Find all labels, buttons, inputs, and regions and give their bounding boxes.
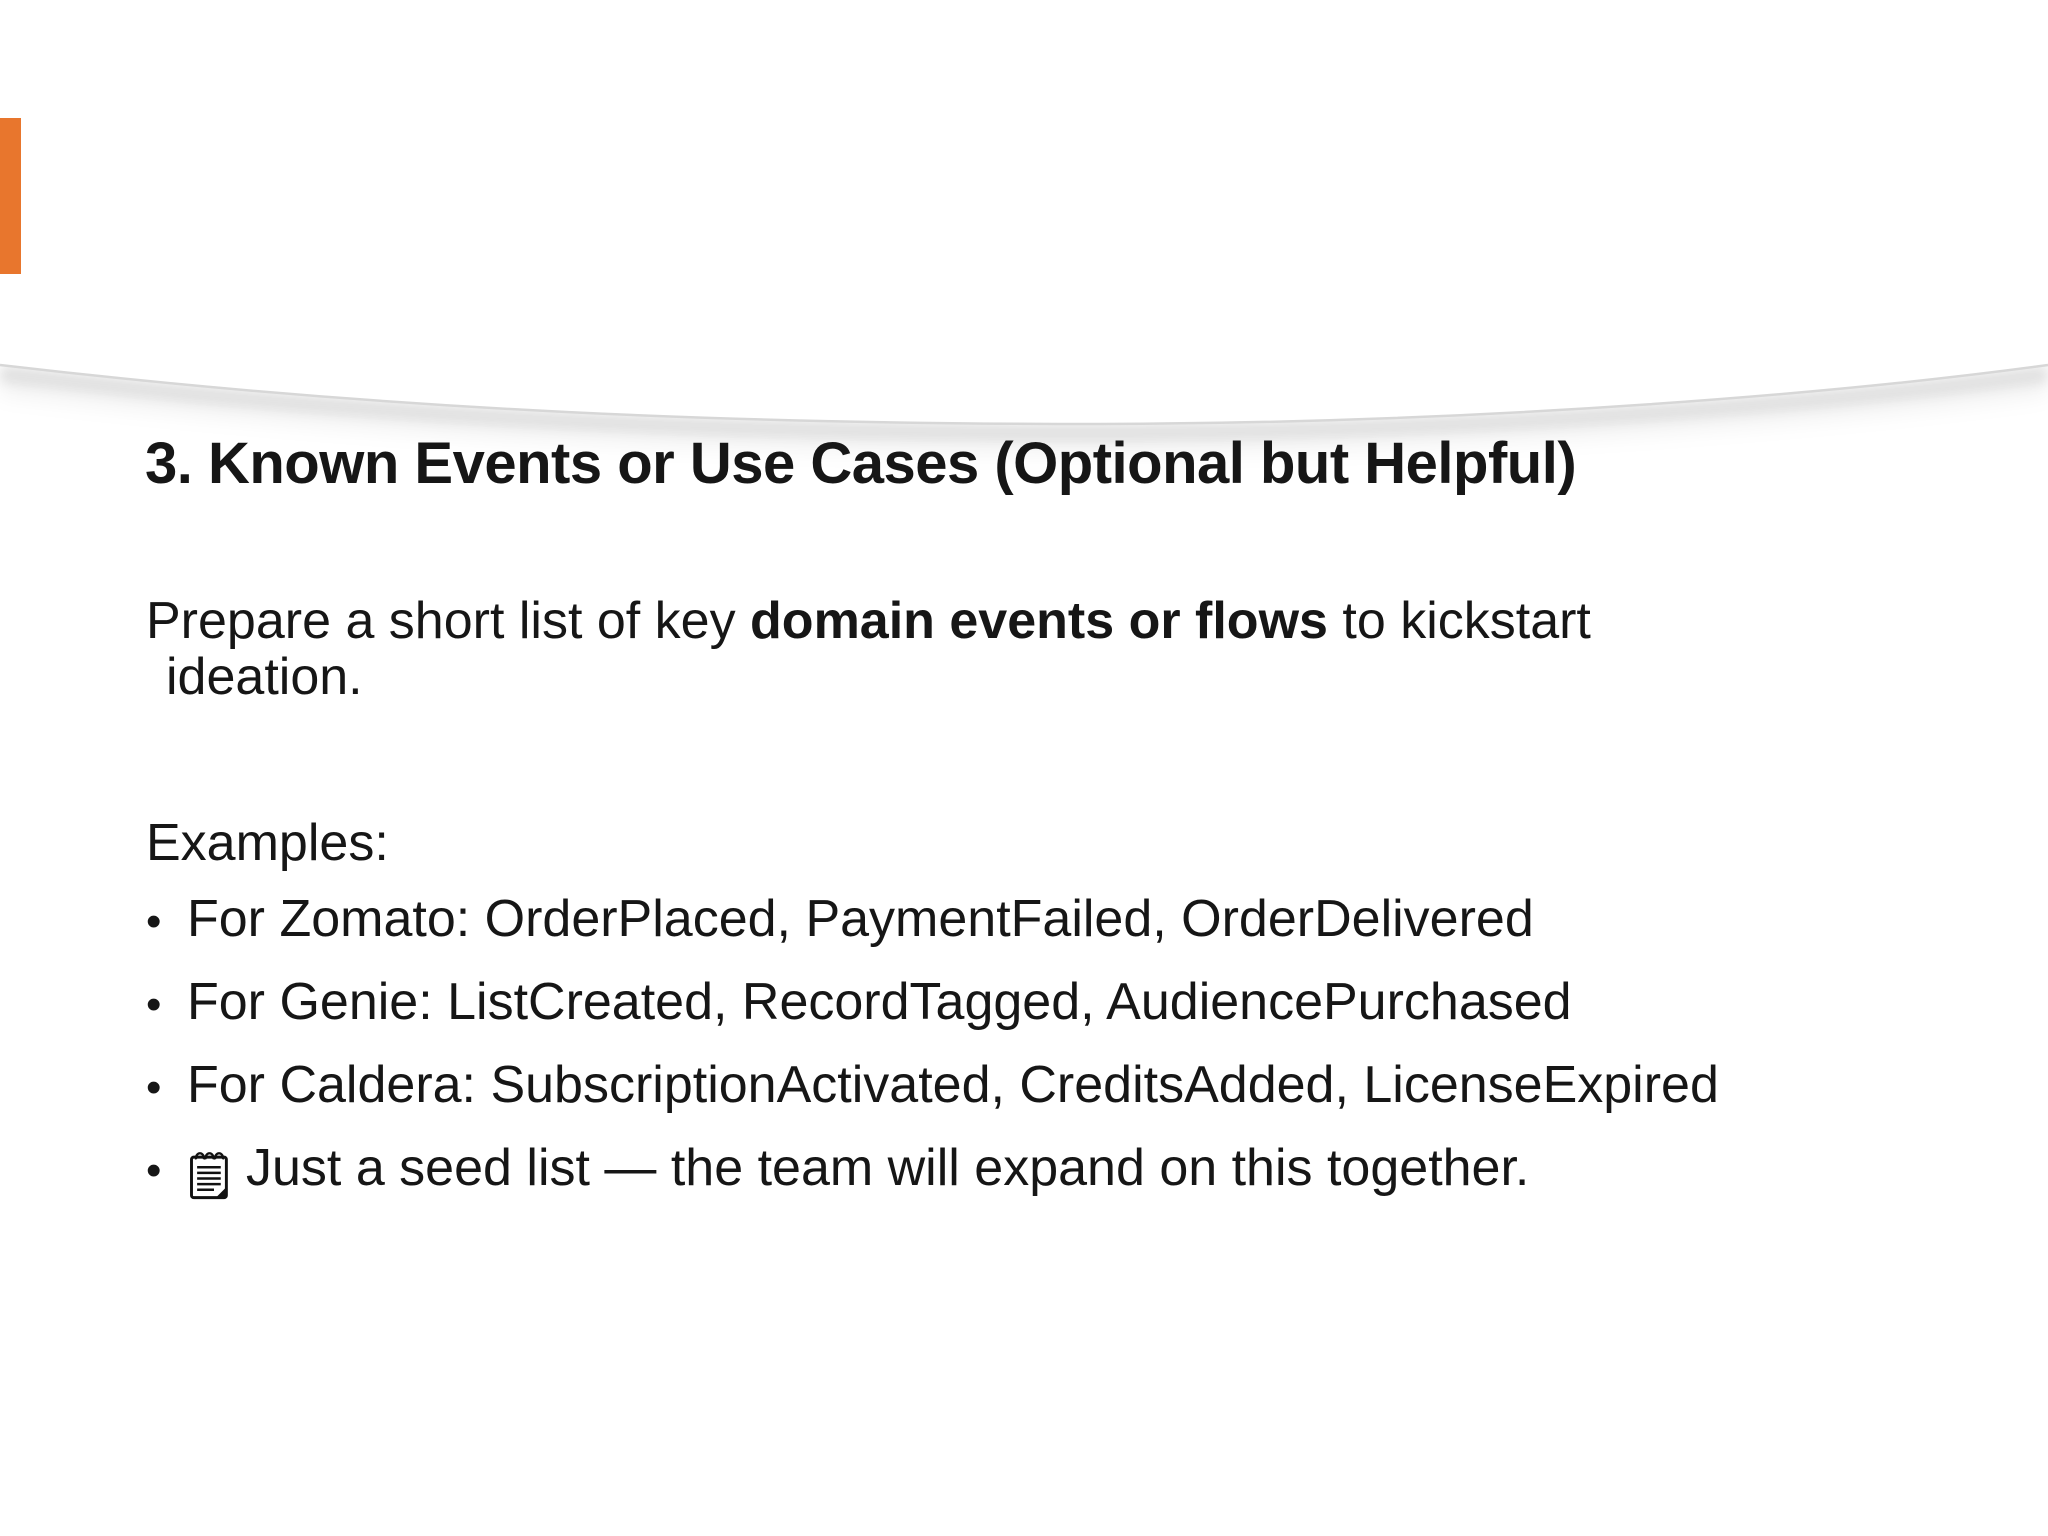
list-item: • For Zomato: OrderPlaced, PaymentFailed… [146, 889, 1719, 952]
list-item: • For Caldera: SubscriptionActivated, Cr… [146, 1055, 1719, 1118]
body-line1-bold: domain events or flows [750, 592, 1328, 650]
bullet-text: For Zomato: OrderPlaced, PaymentFailed, … [187, 890, 1534, 948]
slide-heading: 3. Known Events or Use Cases (Optional b… [145, 431, 1577, 496]
body-line1-pre: Prepare a short list of key [146, 592, 751, 650]
bullet-icon: • [146, 1146, 162, 1195]
bullet-list: • For Zomato: OrderPlaced, PaymentFailed… [146, 889, 1719, 1221]
list-item: • Just a seed list — the team will expan… [146, 1138, 1719, 1201]
body-line1-post: to kickstart [1327, 592, 1591, 650]
bullet-icon: • [146, 1063, 162, 1112]
accent-bar [0, 118, 21, 274]
bullet-text: For Genie: ListCreated, RecordTagged, Au… [187, 973, 1572, 1031]
body-line-2: ideation. [166, 648, 363, 706]
bullet-icon: • [146, 980, 162, 1029]
bullet-icon: • [146, 897, 162, 946]
body-line-1: Prepare a short list of key domain event… [146, 593, 1591, 649]
spiral-notepad-icon [190, 1151, 228, 1199]
body-paragraph: Prepare a short list of key domain event… [146, 593, 1591, 705]
bullet-text: Just a seed list — the team will expand … [246, 1139, 1530, 1197]
header-curve-divider [0, 0, 2048, 454]
bullet-text: For Caldera: SubscriptionActivated, Cred… [187, 1056, 1719, 1114]
examples-label: Examples: [146, 814, 389, 872]
list-item: • For Genie: ListCreated, RecordTagged, … [146, 972, 1719, 1035]
